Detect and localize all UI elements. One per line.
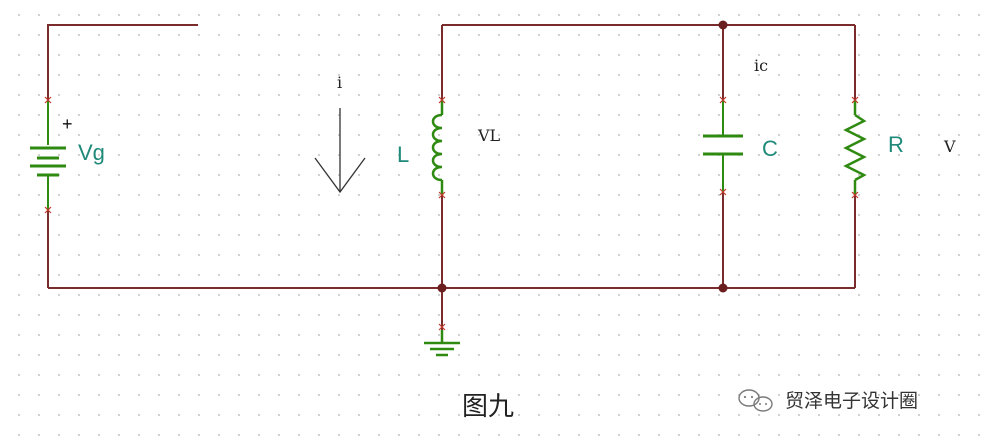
inductor-symbol bbox=[431, 100, 444, 195]
junction-bottom-capacitor bbox=[718, 283, 728, 293]
source-label: Vg bbox=[78, 140, 105, 165]
current-label: i bbox=[337, 73, 342, 92]
junctions bbox=[437, 20, 728, 293]
ground-symbol bbox=[424, 330, 460, 357]
current-arrow-icon bbox=[314, 108, 366, 194]
output-voltage-label: V bbox=[943, 137, 956, 156]
battery-symbol bbox=[30, 100, 66, 210]
wire-source-top bbox=[47, 24, 198, 100]
watermark-text: 贸泽电子设计圈 bbox=[785, 390, 918, 412]
capacitor-current-label: ic bbox=[754, 56, 768, 75]
resistor-label: R bbox=[888, 132, 904, 157]
capacitor-symbol bbox=[703, 100, 743, 192]
inductor-label: L bbox=[397, 142, 409, 167]
source-polarity-label: + bbox=[62, 114, 73, 134]
figure-caption: 图九 bbox=[462, 392, 514, 422]
pin-markers bbox=[44, 96, 859, 331]
junction-top-capacitor bbox=[718, 20, 728, 30]
wires bbox=[47, 24, 856, 330]
capacitor-label: C bbox=[762, 136, 778, 161]
chat-bubbles-icon bbox=[738, 389, 773, 412]
resistor-symbol bbox=[843, 100, 867, 195]
inductor-voltage-label: VL bbox=[477, 126, 501, 145]
junction-bottom-inductor bbox=[437, 283, 447, 293]
